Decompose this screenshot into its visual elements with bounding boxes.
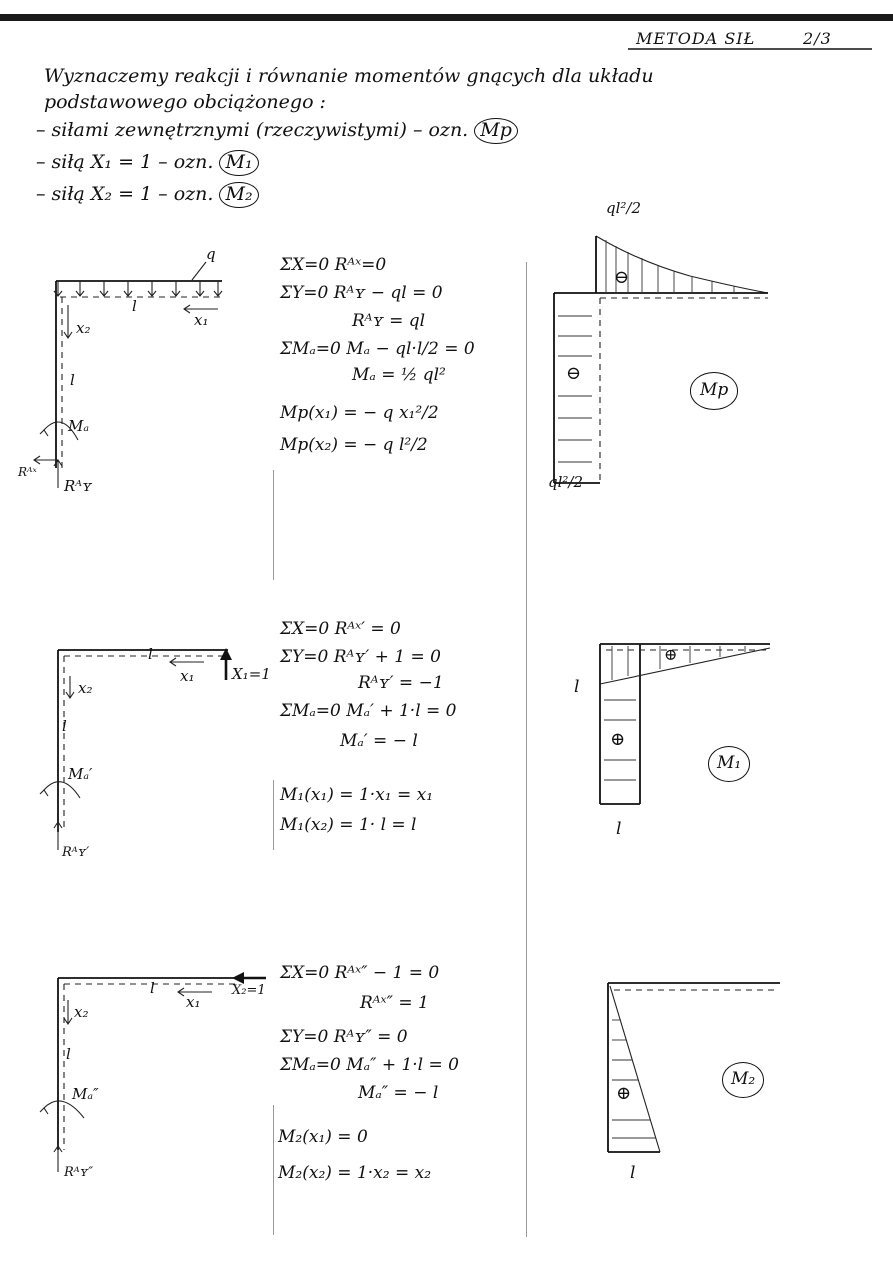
m1-diagram bbox=[599, 643, 771, 805]
frame-1 bbox=[33, 261, 223, 488]
intro-item-3: – siłą X₂ = 1 – ozn. M₂ bbox=[36, 182, 259, 208]
s3-eq-2: Rᴬˣ″ = 1 bbox=[360, 993, 429, 1013]
s2-eq-7: M₁(x₂) = 1· l = l bbox=[280, 815, 417, 835]
s2-eq-5: Mₐ′ = − l bbox=[340, 731, 418, 751]
s1-eq-1: ΣX=0 Rᴬˣ=0 bbox=[280, 255, 387, 275]
s2-eq-2: ΣY=0 Rᴬʏ′ + 1 = 0 bbox=[280, 647, 441, 667]
s3-ray: Rᴬʏ″ bbox=[64, 1165, 94, 1180]
page-number: 2/3 bbox=[803, 29, 832, 48]
intro-line-2: podstawowego obciążonego : bbox=[44, 91, 326, 113]
s2-ray: Rᴬʏ′ bbox=[62, 845, 90, 860]
s3-x2: x₂ bbox=[74, 1003, 89, 1021]
m1-bottom-value: l bbox=[616, 819, 622, 839]
m1-sign-side: ⊕ bbox=[610, 729, 626, 750]
m1-tag-circle: M₁ bbox=[708, 746, 751, 782]
s3-eq-1: ΣX=0 Rᴬˣ″ − 1 = 0 bbox=[280, 963, 440, 983]
frame-2 bbox=[39, 648, 232, 850]
s2-x2: x₂ bbox=[78, 679, 93, 697]
mp-sign-top: ⊖ bbox=[614, 267, 630, 288]
tag-m2: M₂ bbox=[219, 182, 259, 208]
m2-tag: M₂ bbox=[722, 1062, 765, 1098]
s1-eq-5: Mₐ = ½ ql² bbox=[352, 365, 446, 385]
mp-tag: Mp bbox=[690, 372, 739, 410]
mp-diagram bbox=[553, 235, 769, 484]
s3-l-top: l bbox=[150, 979, 155, 997]
separator-left-3 bbox=[273, 1105, 274, 1235]
intro-line-1: Wyznaczemy reakcji i równanie momentów g… bbox=[44, 65, 654, 87]
s3-eq-5: Mₐ″ = − l bbox=[358, 1083, 439, 1103]
s2-eq-3: Rᴬʏ′ = −1 bbox=[358, 673, 444, 693]
m1-sign-top: ⊕ bbox=[664, 645, 678, 664]
mp-sign-side: ⊖ bbox=[566, 363, 582, 384]
mp-bottom-value: ql²/2 bbox=[548, 473, 584, 491]
page-header-title: METODA SIŁ bbox=[636, 29, 756, 48]
tag-m1: M₁ bbox=[219, 150, 259, 176]
mp-tag-circle: Mp bbox=[690, 372, 739, 410]
s2-eq-6: M₁(x₁) = 1·x₁ = x₁ bbox=[280, 785, 434, 805]
s1-eq-4: ΣMₐ=0 Mₐ − ql·l/2 = 0 bbox=[280, 339, 475, 359]
s3-x1: x₁ bbox=[186, 993, 201, 1011]
s2-eq-1: ΣX=0 Rᴬˣ′ = 0 bbox=[280, 619, 401, 639]
s3-eq-4: ΣMₐ=0 Mₐ″ + 1·l = 0 bbox=[280, 1055, 459, 1075]
s2-l-side: l bbox=[62, 717, 67, 735]
s1-eq-7: Mp(x₂) = − q l²/2 bbox=[280, 435, 428, 455]
intro-item-3-text: – siłą X₂ = 1 – ozn. bbox=[36, 183, 214, 205]
s3-eq-7: M₂(x₂) = 1·x₂ = x₂ bbox=[278, 1163, 432, 1183]
s1-ma: Mₐ bbox=[68, 417, 89, 435]
intro-item-1-text: – siłami zewnętrznymi (rzeczywistymi) – … bbox=[36, 119, 469, 141]
frame-3 bbox=[39, 972, 266, 1172]
tag-mp: Mp bbox=[474, 118, 518, 144]
mp-top-value: ql²/2 bbox=[606, 199, 642, 217]
s1-eq-6: Mp(x₁) = − q x₁²/2 bbox=[280, 403, 439, 423]
intro-item-2: – siłą X₁ = 1 – ozn. M₁ bbox=[36, 150, 259, 176]
m2-sign-side: ⊕ bbox=[616, 1083, 632, 1104]
m1-tag: M₁ bbox=[708, 746, 751, 782]
s1-eq-2: ΣY=0 Rᴬʏ − ql = 0 bbox=[280, 283, 443, 303]
s2-l-top: l bbox=[148, 645, 153, 663]
s3-force: X₂=1 bbox=[232, 983, 266, 998]
separator-left-1 bbox=[273, 470, 274, 580]
s2-eq-4: ΣMₐ=0 Mₐ′ + 1·l = 0 bbox=[280, 701, 457, 721]
s1-x1: x₁ bbox=[194, 311, 209, 329]
s1-rax: Rᴬˣ bbox=[18, 465, 37, 479]
s3-ma: Mₐ″ bbox=[72, 1085, 99, 1103]
s1-eq-3: Rᴬʏ = ql bbox=[352, 311, 426, 331]
s1-x2: x₂ bbox=[76, 319, 91, 337]
s2-force: X₁=1 bbox=[232, 665, 271, 683]
s1-ray: Rᴬʏ bbox=[64, 477, 92, 495]
separator-right bbox=[526, 262, 527, 1237]
intro-item-1: – siłami zewnętrznymi (rzeczywistymi) – … bbox=[36, 118, 518, 144]
s1-l-side: l bbox=[70, 371, 75, 389]
s3-eq-6: M₂(x₁) = 0 bbox=[278, 1127, 368, 1147]
m2-bottom-value: l bbox=[630, 1163, 636, 1183]
m1-left-value: l bbox=[574, 677, 580, 697]
s3-eq-3: ΣY=0 Rᴬʏ″ = 0 bbox=[280, 1027, 408, 1047]
s1-q-label: q bbox=[206, 245, 216, 263]
m2-tag-circle: M₂ bbox=[722, 1062, 765, 1098]
s3-l-side: l bbox=[66, 1045, 71, 1063]
intro-item-2-text: – siłą X₁ = 1 – ozn. bbox=[36, 151, 214, 173]
s2-x1: x₁ bbox=[180, 667, 195, 685]
m2-diagram bbox=[607, 982, 780, 1153]
top-border bbox=[0, 14, 893, 21]
separator-left-2 bbox=[273, 780, 274, 850]
s2-ma: Mₐ′ bbox=[68, 765, 93, 783]
s1-l-top: l bbox=[132, 297, 137, 315]
